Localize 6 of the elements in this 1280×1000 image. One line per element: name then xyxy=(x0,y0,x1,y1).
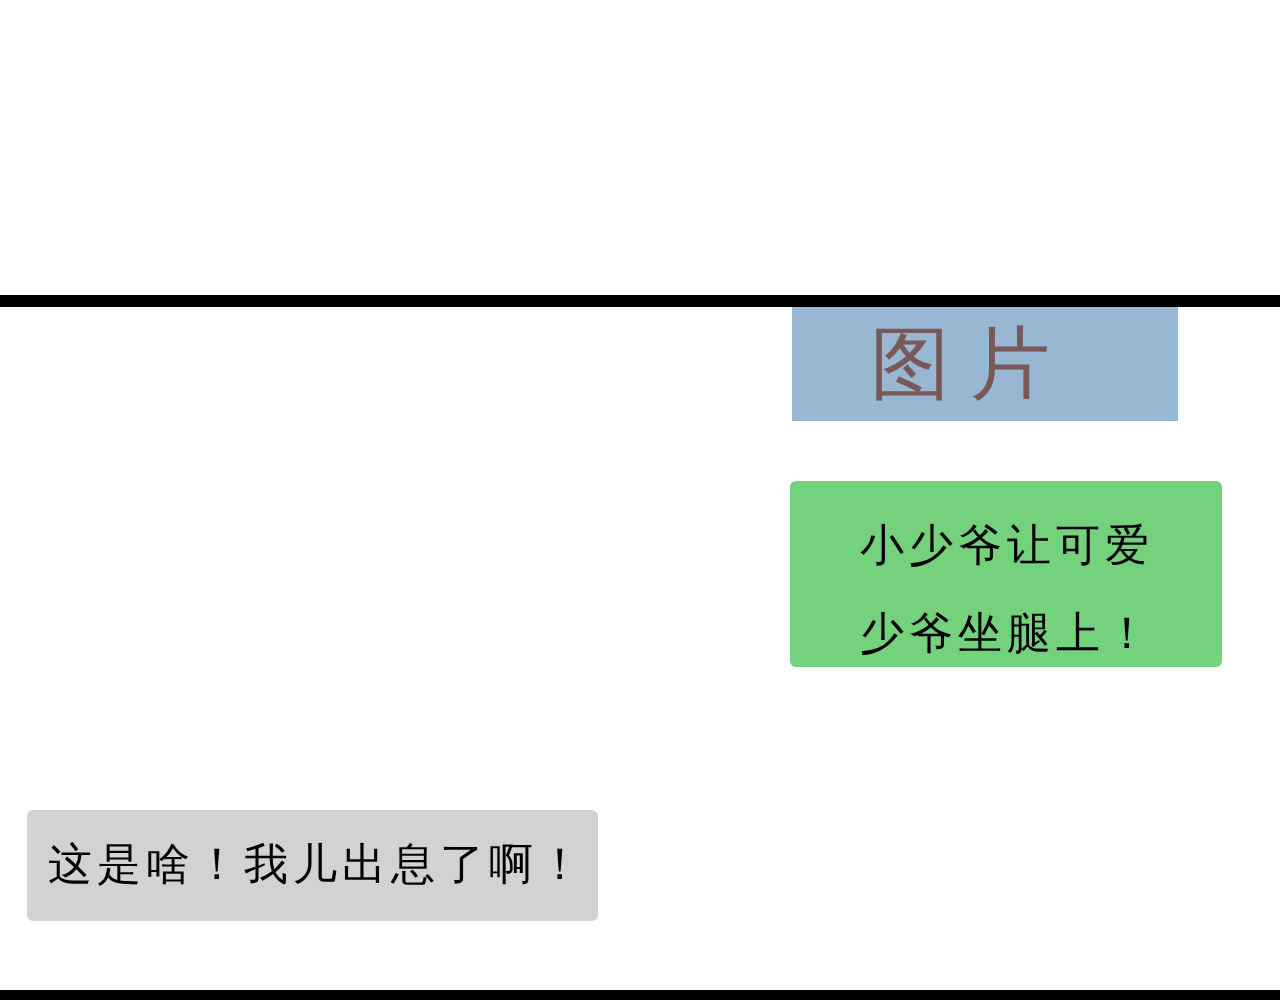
placeholder-text: 图片 xyxy=(870,317,1071,411)
chat-bubble xyxy=(790,481,1222,667)
chat-message: 小少爷让可爱少爷坐腿上！ xyxy=(860,518,1155,660)
picture-panel xyxy=(792,307,1178,421)
chat-message: 这是啥！我儿出息了啊！ xyxy=(48,837,588,891)
chat-bubble xyxy=(27,810,598,921)
